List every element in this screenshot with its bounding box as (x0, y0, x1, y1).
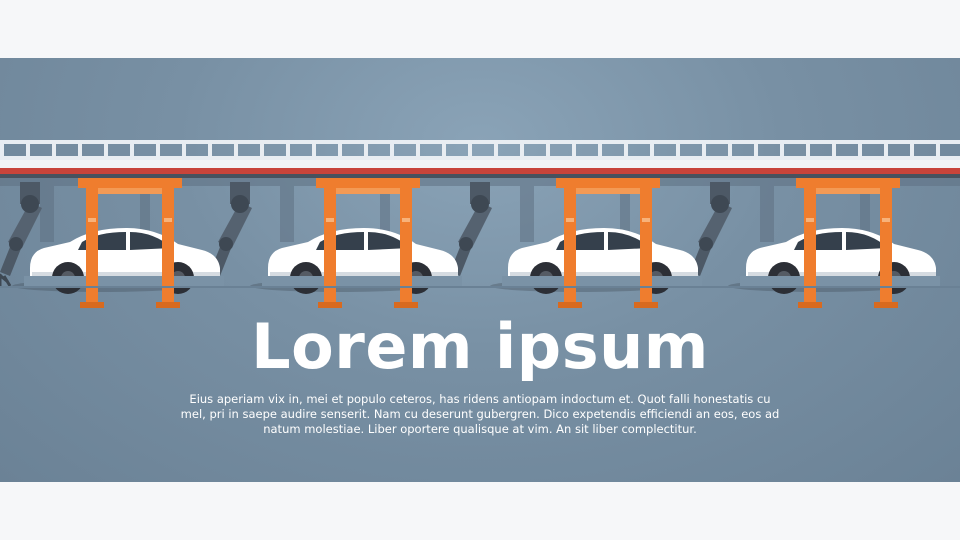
slide-top-margin (0, 0, 960, 58)
slide-title: Lorem ipsum (251, 310, 709, 383)
assembly-line-illustration (0, 140, 960, 308)
slide-bottom-margin (0, 482, 960, 540)
car-4 (728, 228, 940, 294)
factory-banner: Lorem ipsum Eius aperiam vix in, mei et … (0, 58, 960, 482)
slide-body-text: Eius aperiam vix in, mei et populo ceter… (180, 392, 780, 436)
